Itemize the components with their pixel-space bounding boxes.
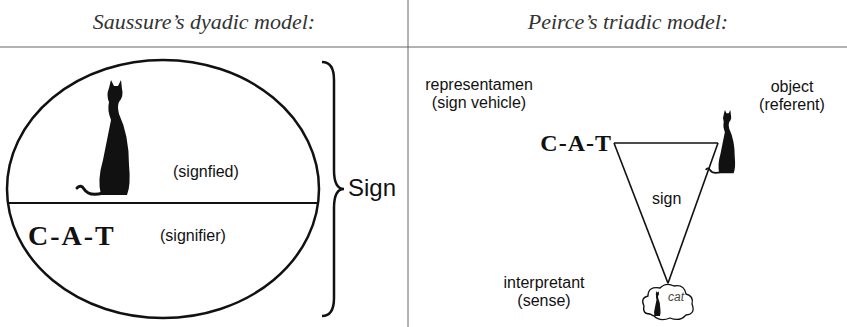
object-label: object (referent) <box>746 78 838 115</box>
cloud-word: cat <box>668 290 684 304</box>
interpretant-cloud: interpretant (sense)cat <box>640 282 696 322</box>
representamen-label: representamen (sign vehicle) <box>413 76 545 113</box>
sign-label: Sign <box>348 174 396 202</box>
representamen-vertex: representamen (sign vehicle) C-A-T <box>413 76 614 162</box>
word-cat: C-A-T <box>540 130 612 157</box>
interpretant-label: interpretant (sense) <box>488 274 600 311</box>
signifier-half: C-A-T (signifier) <box>5 203 321 320</box>
signified-label: (signfied) <box>173 163 239 181</box>
triangle-side <box>614 143 668 283</box>
sign-ellipse: (signfied)C-A-T(signifier)Sign <box>5 58 321 320</box>
sign-label: sign <box>652 190 681 208</box>
model-heading: Saussure’s dyadic model: <box>0 9 408 35</box>
triangle-side <box>614 142 718 144</box>
sign-brace <box>322 62 344 316</box>
object-vertex: object (referent) <box>718 78 845 176</box>
divider-line <box>408 0 409 327</box>
cat-signified <box>77 80 130 195</box>
header-rule <box>0 47 847 48</box>
ellipse-outline <box>5 58 321 320</box>
signifier-label: (signifier) <box>160 227 226 245</box>
model-heading: Peirce’s triadic model: <box>409 9 847 35</box>
signified-half: (signfied) <box>5 58 321 203</box>
triangle-side <box>668 143 718 283</box>
word-cat: C-A-T <box>28 220 116 252</box>
